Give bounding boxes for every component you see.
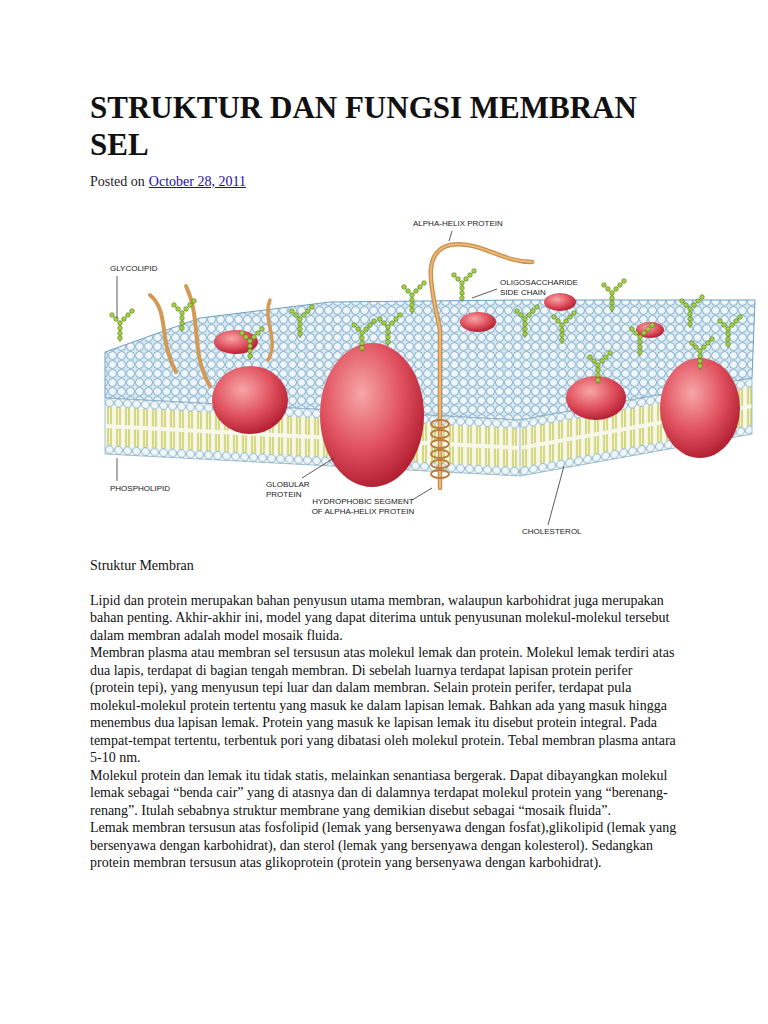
part-label: HYDROPHOBIC SEGMENT OF ALPHA-HELIX PROTE… xyxy=(308,497,418,517)
art-use xyxy=(602,279,627,312)
part-label: CHOLESTEROL xyxy=(522,527,582,537)
art-use xyxy=(378,313,403,346)
bilayer-front xyxy=(105,378,752,476)
art-path xyxy=(302,458,334,478)
post-date: October 28, 2011 xyxy=(149,174,246,190)
art-use xyxy=(172,299,197,332)
proteins xyxy=(212,293,740,487)
art-path xyxy=(268,300,272,360)
sugar-chains xyxy=(110,269,743,384)
art-use xyxy=(240,327,265,360)
art-ellipse xyxy=(320,343,424,487)
art-path xyxy=(186,286,210,386)
art-ellipse xyxy=(212,366,288,434)
art-ellipse xyxy=(431,420,449,428)
art-path xyxy=(449,231,452,241)
art-use xyxy=(110,309,135,342)
body-paragraph: Molekul protein dan lemak itu tidak stat… xyxy=(90,767,678,820)
post-meta: Posted on xyxy=(90,174,145,190)
leader-lines xyxy=(117,231,564,525)
part-label: ALPHA-HELIX PROTEIN xyxy=(413,219,503,229)
art-ellipse xyxy=(431,460,449,468)
art-use xyxy=(680,295,705,328)
art-path xyxy=(548,466,564,525)
page-title: STRUKTUR DAN FUNGSI MEMBRAN SEL xyxy=(90,89,675,163)
body-paragraph: Lipid dan protein merupakan bahan penyus… xyxy=(90,592,678,645)
art-use xyxy=(630,323,655,356)
art-ellipse xyxy=(460,312,496,332)
art-path xyxy=(117,276,118,318)
art-use xyxy=(402,281,427,314)
art-path xyxy=(412,488,432,500)
art-use xyxy=(515,305,540,338)
art-use xyxy=(588,351,613,384)
art-use xyxy=(552,311,577,344)
body-paragraph: Membran plasma atau membran sel tersusun… xyxy=(90,644,678,767)
art-ellipse xyxy=(431,440,449,448)
art-use xyxy=(718,315,743,348)
art-use xyxy=(290,305,315,338)
art-ellipse xyxy=(431,450,449,458)
art-ellipse xyxy=(660,358,740,458)
art-ellipse xyxy=(431,430,449,438)
art-rect xyxy=(105,398,521,476)
section-heading: Struktur Membran xyxy=(90,557,678,575)
part-label: PHOSPHOLIPID xyxy=(110,484,170,494)
body-paragraph: Lemak membran tersusun atas fosfolipid (… xyxy=(90,819,678,872)
art-ellipse xyxy=(566,376,626,420)
art-ellipse xyxy=(431,470,449,478)
art-ellipse xyxy=(544,293,576,311)
part-label: GLYCOLIPID xyxy=(110,264,157,274)
art-use xyxy=(690,337,715,370)
art-use xyxy=(352,319,377,352)
article-body: Struktur MembranLipid dan protein merupa… xyxy=(90,557,678,872)
art-g xyxy=(105,398,521,476)
art-use xyxy=(452,269,477,302)
art-path xyxy=(472,289,497,298)
part-label: OLIGOSACCHARIDE SIDE CHAIN xyxy=(500,278,592,298)
art-path xyxy=(117,458,118,481)
